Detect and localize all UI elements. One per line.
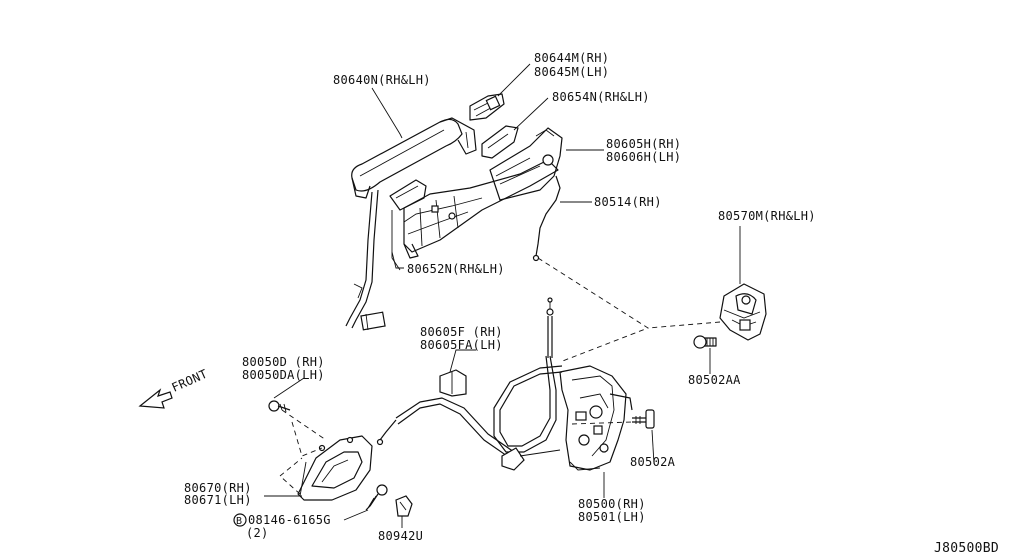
- label-80605F: 80605F (RH): [420, 325, 503, 339]
- label-80670: 80670(RH): [184, 481, 252, 495]
- gasket-80654N: [481, 125, 519, 159]
- label-80644M: 80644M(RH): [534, 51, 609, 65]
- label-80050D: 80050D (RH): [242, 355, 325, 369]
- label-08146-badge: B: [236, 516, 242, 527]
- key-cylinder-bezel-80644M: [469, 93, 505, 121]
- label-80514: 80514(RH): [594, 195, 662, 209]
- cable-assembly: [376, 297, 563, 471]
- inside-handle-80670: [297, 435, 373, 501]
- label-80654N: 80654N(RH&LH): [552, 90, 650, 104]
- screw-80502AA: [693, 335, 717, 349]
- screw-80050D: [268, 400, 291, 413]
- label-80645M: 80645M(LH): [534, 65, 609, 79]
- label-80652N: 80652N(RH&LH): [407, 262, 505, 276]
- rod-80514: [532, 175, 561, 262]
- striker-80570M: [719, 283, 767, 341]
- label-80050DA: 80050DA(LH): [242, 368, 325, 382]
- label-80605H: 80605H(RH): [606, 137, 681, 151]
- label-80500: 80500(RH): [578, 497, 646, 511]
- bolt-badge-circle: [233, 513, 247, 527]
- bolt-08146-6165G: [365, 484, 388, 511]
- label-80605FA: 80605FA(LH): [420, 338, 503, 352]
- clip-80605F: [439, 369, 467, 397]
- label-80570M: 80570M(RH&LH): [718, 209, 816, 223]
- door-lock-actuator-80500: [559, 365, 633, 471]
- screw-80502A: [632, 409, 655, 429]
- label-80942U: 80942U: [378, 529, 423, 543]
- label-80502A: 80502A: [630, 455, 676, 469]
- diagram-code: J80500BD: [934, 541, 999, 556]
- grommet-80942U: [395, 495, 413, 517]
- front-label: FRONT: [170, 367, 210, 395]
- handle-frame-80652N: [389, 159, 559, 271]
- label-08146: 08146-6165G: [248, 513, 331, 527]
- label-80640N: 80640N(RH&LH): [333, 73, 431, 87]
- label-80502AA: 80502AA: [688, 373, 741, 387]
- handle-bracket-80605H: [489, 127, 563, 201]
- label-80606H: 80606H(LH): [606, 150, 681, 164]
- front-direction-arrow: FRONT: [138, 367, 210, 409]
- part-labels: 80640N(RH&LH) 80644M(RH) 80645M(LH) 8065…: [184, 51, 999, 556]
- label-80671: 80671(LH): [184, 493, 252, 507]
- outside-handle-80640N: [345, 117, 477, 331]
- label-80501: 80501(LH): [578, 510, 646, 524]
- leader-lines: [264, 63, 741, 528]
- label-08146-qty: (2): [246, 526, 269, 540]
- assembly-lines: [279, 257, 721, 495]
